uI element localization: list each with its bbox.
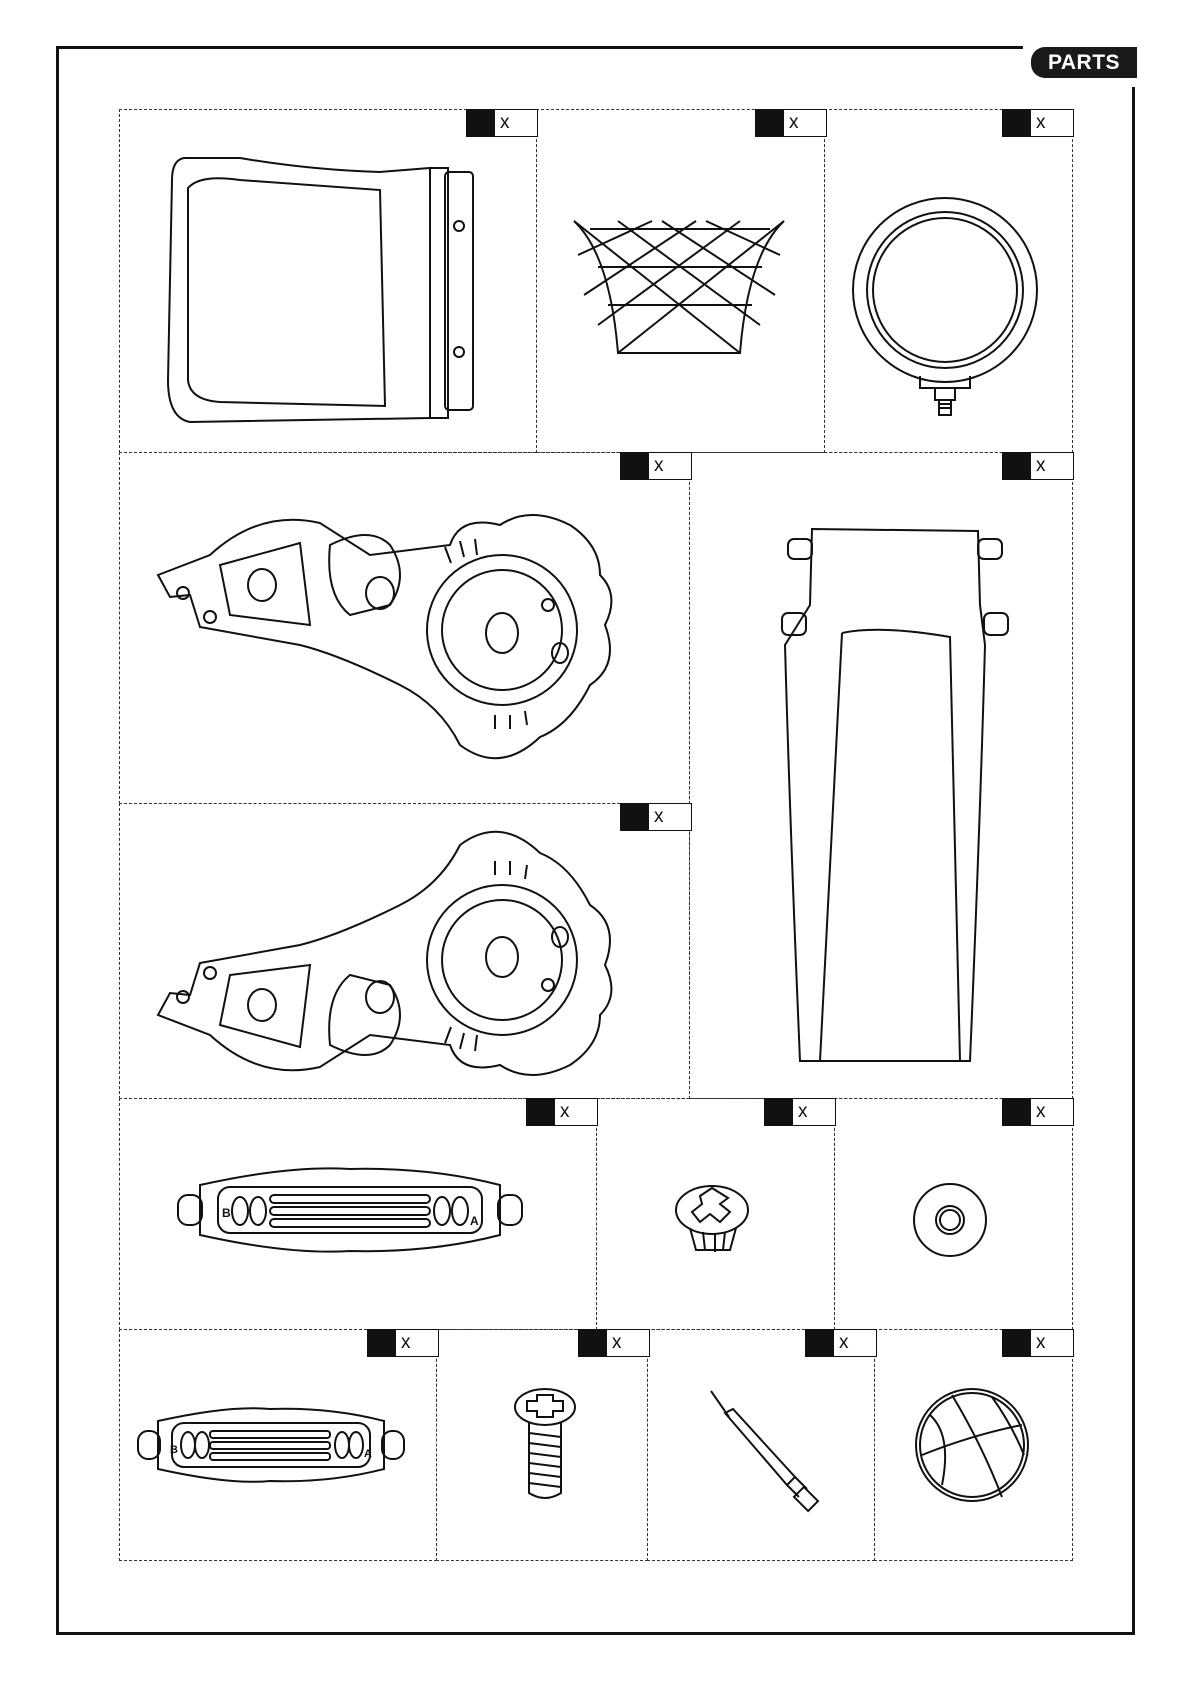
bracket-upper-illustration: [150, 505, 630, 775]
qty-badge-cap-plug: x: [764, 1098, 836, 1126]
cap-plug-illustration: [670, 1180, 760, 1260]
base-bar-small-illustration: B A: [130, 1405, 410, 1485]
post-illustration: [780, 525, 1010, 1065]
base-bar-large-illustration: B A: [170, 1165, 530, 1255]
hoop-rim-illustration: [840, 190, 1050, 430]
parts-tab: PARTS: [1031, 47, 1137, 78]
qty-badge-washer: x: [1002, 1098, 1074, 1126]
ball-illustration: [912, 1385, 1032, 1505]
net-illustration: [570, 215, 790, 360]
qty-badge-post: x: [1002, 452, 1074, 480]
backboard-illustration: [160, 150, 490, 430]
qty-badge-ball: x: [1002, 1329, 1074, 1357]
foot-label-a: A: [470, 1214, 479, 1228]
qty-badge-base-bar-large: x: [526, 1098, 598, 1126]
foot-label-b: B: [222, 1206, 231, 1220]
bracket-lower-illustration: [150, 815, 630, 1085]
washer-illustration: [910, 1180, 990, 1260]
foot-label-a-small: A: [364, 1448, 372, 1460]
qty-badge-screw: x: [578, 1329, 650, 1357]
qty-badge-backboard: x: [466, 109, 538, 137]
qty-badge-pump: x: [805, 1329, 877, 1357]
screw-illustration: [505, 1385, 585, 1505]
qty-badge-base-bar-small: x: [367, 1329, 439, 1357]
qty-badge-net: x: [755, 109, 827, 137]
qty-badge-hoop-rim: x: [1002, 109, 1074, 137]
pump-illustration: [705, 1385, 825, 1515]
foot-label-b-small: B: [170, 1444, 178, 1456]
qty-badge-bracket-upper: x: [620, 452, 692, 480]
qty-badge-bracket-lower: x: [620, 803, 692, 831]
